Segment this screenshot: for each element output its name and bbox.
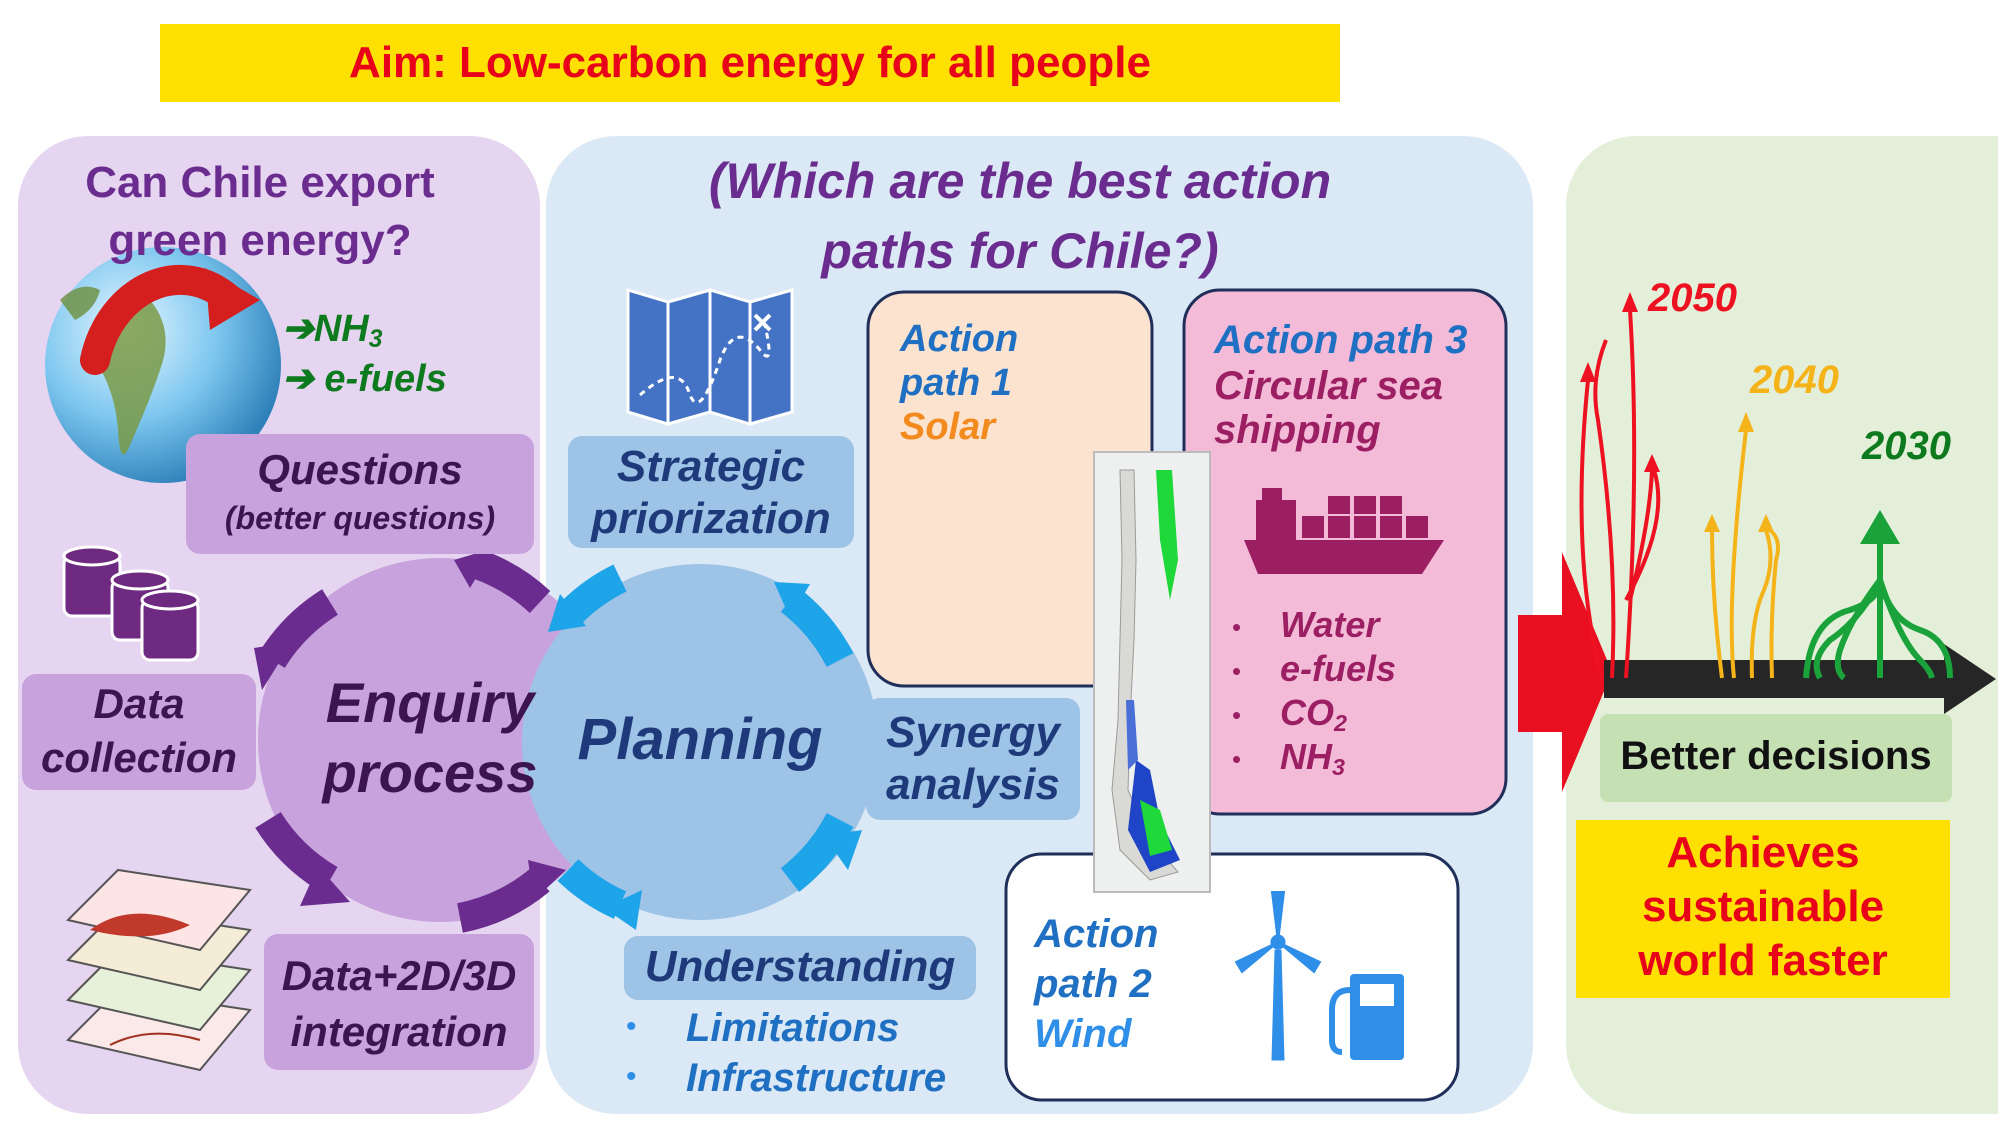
enquiry-question-line1: Can Chile export — [85, 158, 435, 207]
understanding-box — [624, 936, 976, 1000]
year-2050: 2050 — [1648, 276, 1737, 320]
understanding-bullet-1: • — [626, 1010, 637, 1043]
achieves-line2: sustainable — [1641, 882, 1885, 931]
better-decisions-text: Better decisions — [1620, 734, 1932, 778]
enquiry-arrowheads — [254, 548, 566, 906]
data-collection-line2: collection — [40, 734, 238, 781]
path3-bullet-4: • — [1232, 744, 1242, 774]
path3-item-nh3: NH3 — [1280, 736, 1346, 780]
fuel-pump-icon — [1329, 974, 1404, 1060]
strategic-line2: priorization — [591, 494, 831, 543]
path2-line1: Action — [1034, 912, 1159, 956]
path3-title: Action path 3 — [1214, 318, 1468, 362]
questions-subtitle: (better questions) — [224, 500, 496, 536]
enquiry-center-line1: Enquiry — [325, 671, 535, 734]
path3-item-efuels: e-fuels — [1280, 648, 1397, 689]
aim-text: Aim: Low-carbon energy for all people — [349, 38, 1151, 87]
database-icon — [62, 545, 200, 662]
path3-bullet-2: • — [1232, 656, 1242, 686]
achieves-box — [1576, 820, 1950, 998]
globe-icon — [45, 247, 281, 483]
enquiry-question-line2: green energy? — [108, 216, 412, 265]
understanding-item-1: Limitations — [686, 1006, 900, 1050]
big-red-arrow — [1518, 552, 1612, 792]
data-collection-line1: Data — [93, 680, 185, 727]
branches-2030-head — [1860, 510, 1900, 544]
planning-center: Planning — [577, 707, 823, 772]
integration-box — [264, 934, 534, 1070]
ship-icon — [1244, 488, 1444, 574]
path3-bullet-3: • — [1232, 700, 1242, 730]
synergy-line1: Synergy — [886, 708, 1060, 757]
synergy-box — [866, 698, 1080, 820]
export-nh3: ➔NH3 — [282, 308, 383, 354]
data-collection-box — [22, 674, 256, 790]
understanding-title: Understanding — [644, 942, 956, 991]
branches-2030 — [1803, 540, 1953, 681]
chile-map — [1093, 451, 1211, 893]
wind-turbine-icon — [1234, 891, 1322, 1061]
questions-box — [186, 434, 534, 554]
path3-sub2: shipping — [1214, 408, 1381, 452]
path2-line2: path 2 — [1034, 962, 1152, 1006]
branches-2040-heads — [1704, 412, 1774, 532]
path2-box — [1004, 852, 1460, 1102]
path1-line2: path 1 — [900, 362, 1012, 404]
timeline-arrow — [1604, 644, 1996, 714]
planning-question-line1: (Which are the best action — [708, 153, 1332, 209]
path3-item-co2: CO2 — [1280, 692, 1348, 736]
understanding-item-2: Infrastructure — [686, 1056, 947, 1100]
strategic-box — [568, 436, 854, 548]
branches-2050 — [1579, 309, 1661, 679]
path3-bullet-1: • — [1232, 612, 1242, 642]
path3-item-water: Water — [1280, 604, 1380, 645]
planning-circle — [522, 564, 878, 920]
path1-line1: Action — [900, 318, 1019, 360]
planning-question-line2: paths for Chile?) — [821, 223, 1219, 279]
path2-line3: Wind — [1034, 1012, 1132, 1056]
folded-map-icon — [626, 287, 794, 427]
year-2030: 2030 — [1862, 424, 1951, 468]
aim-banner — [160, 24, 1340, 102]
synergy-line2: analysis — [886, 760, 1060, 809]
achieves-line1: Achieves — [1666, 828, 1860, 877]
planning-arrowheads — [548, 582, 862, 930]
achieves-line3: world faster — [1638, 936, 1888, 985]
enquiry-center-line2: process — [322, 741, 538, 804]
path1-line3: Solar — [900, 406, 996, 448]
integration-line1: Data+2D/3D — [281, 952, 517, 999]
enquiry-circle — [258, 558, 622, 922]
branches-2050-heads — [1580, 292, 1660, 472]
export-efuels: ➔ e-fuels — [282, 358, 447, 400]
year-2040: 2040 — [1750, 358, 1839, 402]
integration-line2: integration — [290, 1008, 508, 1055]
questions-title: Questions — [257, 446, 463, 493]
strategic-line1: Strategic — [616, 442, 806, 491]
branches-2040 — [1710, 429, 1780, 679]
better-decisions-box — [1600, 714, 1952, 802]
path3-sub1: Circular sea — [1214, 364, 1444, 408]
map-layers-icon — [66, 868, 252, 1072]
understanding-bullet-2: • — [626, 1060, 637, 1093]
